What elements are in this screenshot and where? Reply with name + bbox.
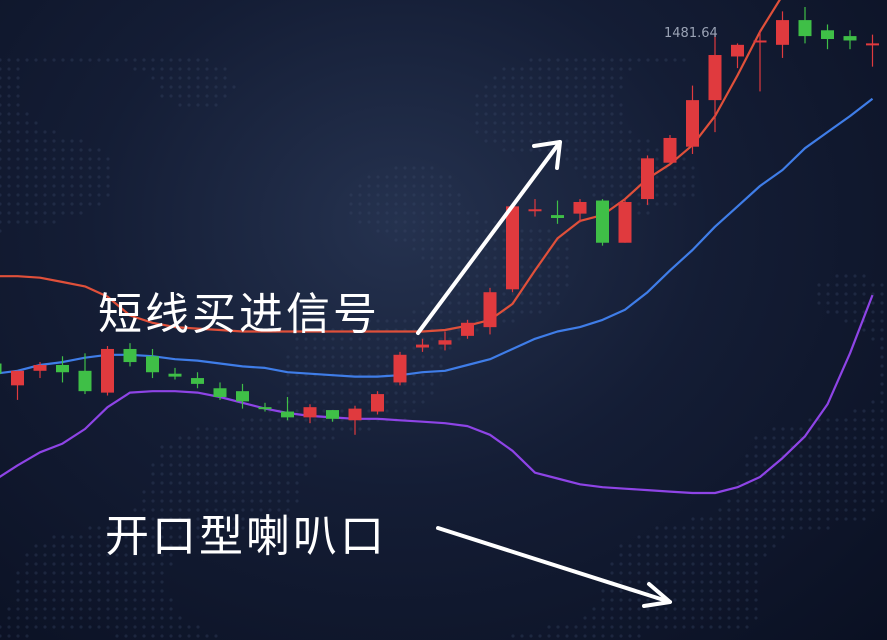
down-arrow (436, 526, 672, 608)
middle-band-line (0, 97, 874, 378)
candle (573, 199, 587, 223)
candle-body (461, 322, 474, 336)
candle (776, 11, 789, 58)
candle (438, 331, 452, 351)
candle (731, 43, 744, 69)
candle (798, 7, 812, 44)
candle-body (101, 348, 114, 393)
candle-body (258, 407, 272, 410)
candle (663, 135, 677, 163)
candle (326, 410, 339, 422)
candle-body (348, 408, 362, 421)
candles (0, 7, 879, 435)
candle (213, 382, 227, 400)
candle (618, 199, 632, 243)
candle-body (416, 344, 429, 348)
candle-body (528, 209, 542, 212)
candle (866, 34, 879, 67)
candle-body (56, 364, 69, 373)
candle (821, 24, 834, 50)
candle-body (146, 356, 159, 373)
candle-body (303, 407, 317, 418)
candle (753, 30, 767, 92)
annotation-arrows (416, 140, 672, 608)
candle (506, 203, 519, 293)
candle-body (191, 378, 204, 384)
candle-body (753, 40, 767, 43)
candle-body (371, 394, 384, 412)
candle-body (731, 44, 744, 57)
candle (0, 363, 2, 374)
candle (393, 351, 407, 386)
candle-body (168, 373, 182, 377)
candle (348, 405, 362, 435)
candle (11, 370, 24, 400)
candle-body (236, 391, 249, 402)
candle (191, 372, 204, 389)
candle-body (843, 36, 857, 41)
candle-body (326, 410, 339, 419)
candle-body (573, 201, 587, 214)
candle-body (0, 363, 2, 374)
candle-body (33, 364, 47, 371)
candle-body (686, 100, 699, 147)
candle-body (483, 292, 497, 328)
candle (236, 383, 249, 409)
candle-body (641, 158, 654, 200)
candle (56, 356, 69, 383)
candle-body (663, 137, 677, 163)
candle (686, 85, 699, 154)
candle (168, 367, 182, 380)
candle-body (78, 370, 92, 392)
candle-body (708, 55, 722, 101)
candle-body (618, 201, 632, 243)
candle (596, 199, 609, 246)
candle-body (213, 388, 227, 397)
candle (461, 319, 474, 339)
candle (371, 391, 384, 415)
candle (528, 199, 542, 217)
candle (551, 200, 564, 224)
candle-body (798, 20, 812, 37)
candle-body (506, 206, 519, 290)
candle (33, 362, 47, 379)
candle (123, 343, 137, 367)
candle (843, 30, 857, 50)
bollinger-bands (0, 0, 874, 495)
candle (708, 33, 722, 133)
buy-signal-label: 短线买进信号 (98, 289, 380, 340)
candle (641, 155, 654, 205)
candle (78, 353, 92, 395)
candle (483, 287, 497, 335)
opening-trumpet-label: 开口型喇叭口 (105, 511, 387, 562)
candle (303, 404, 317, 424)
candle (416, 338, 429, 352)
peak-price-label: 1481.64 (664, 26, 718, 41)
candle (101, 346, 114, 396)
candle-body (596, 200, 609, 243)
candle-body (821, 30, 834, 40)
candle-body (123, 348, 137, 363)
lower-band-line (0, 294, 874, 495)
candle (146, 348, 159, 379)
candle-body (281, 411, 294, 418)
candle (258, 402, 272, 412)
candle-body (551, 215, 564, 218)
candle-body (11, 370, 24, 386)
candle-body (393, 354, 407, 383)
upper-band-line (0, 0, 781, 333)
candle (281, 396, 294, 421)
candle-body (866, 43, 879, 46)
candle-body (776, 20, 789, 45)
candle-body (438, 340, 452, 345)
up-arrow (416, 140, 562, 335)
